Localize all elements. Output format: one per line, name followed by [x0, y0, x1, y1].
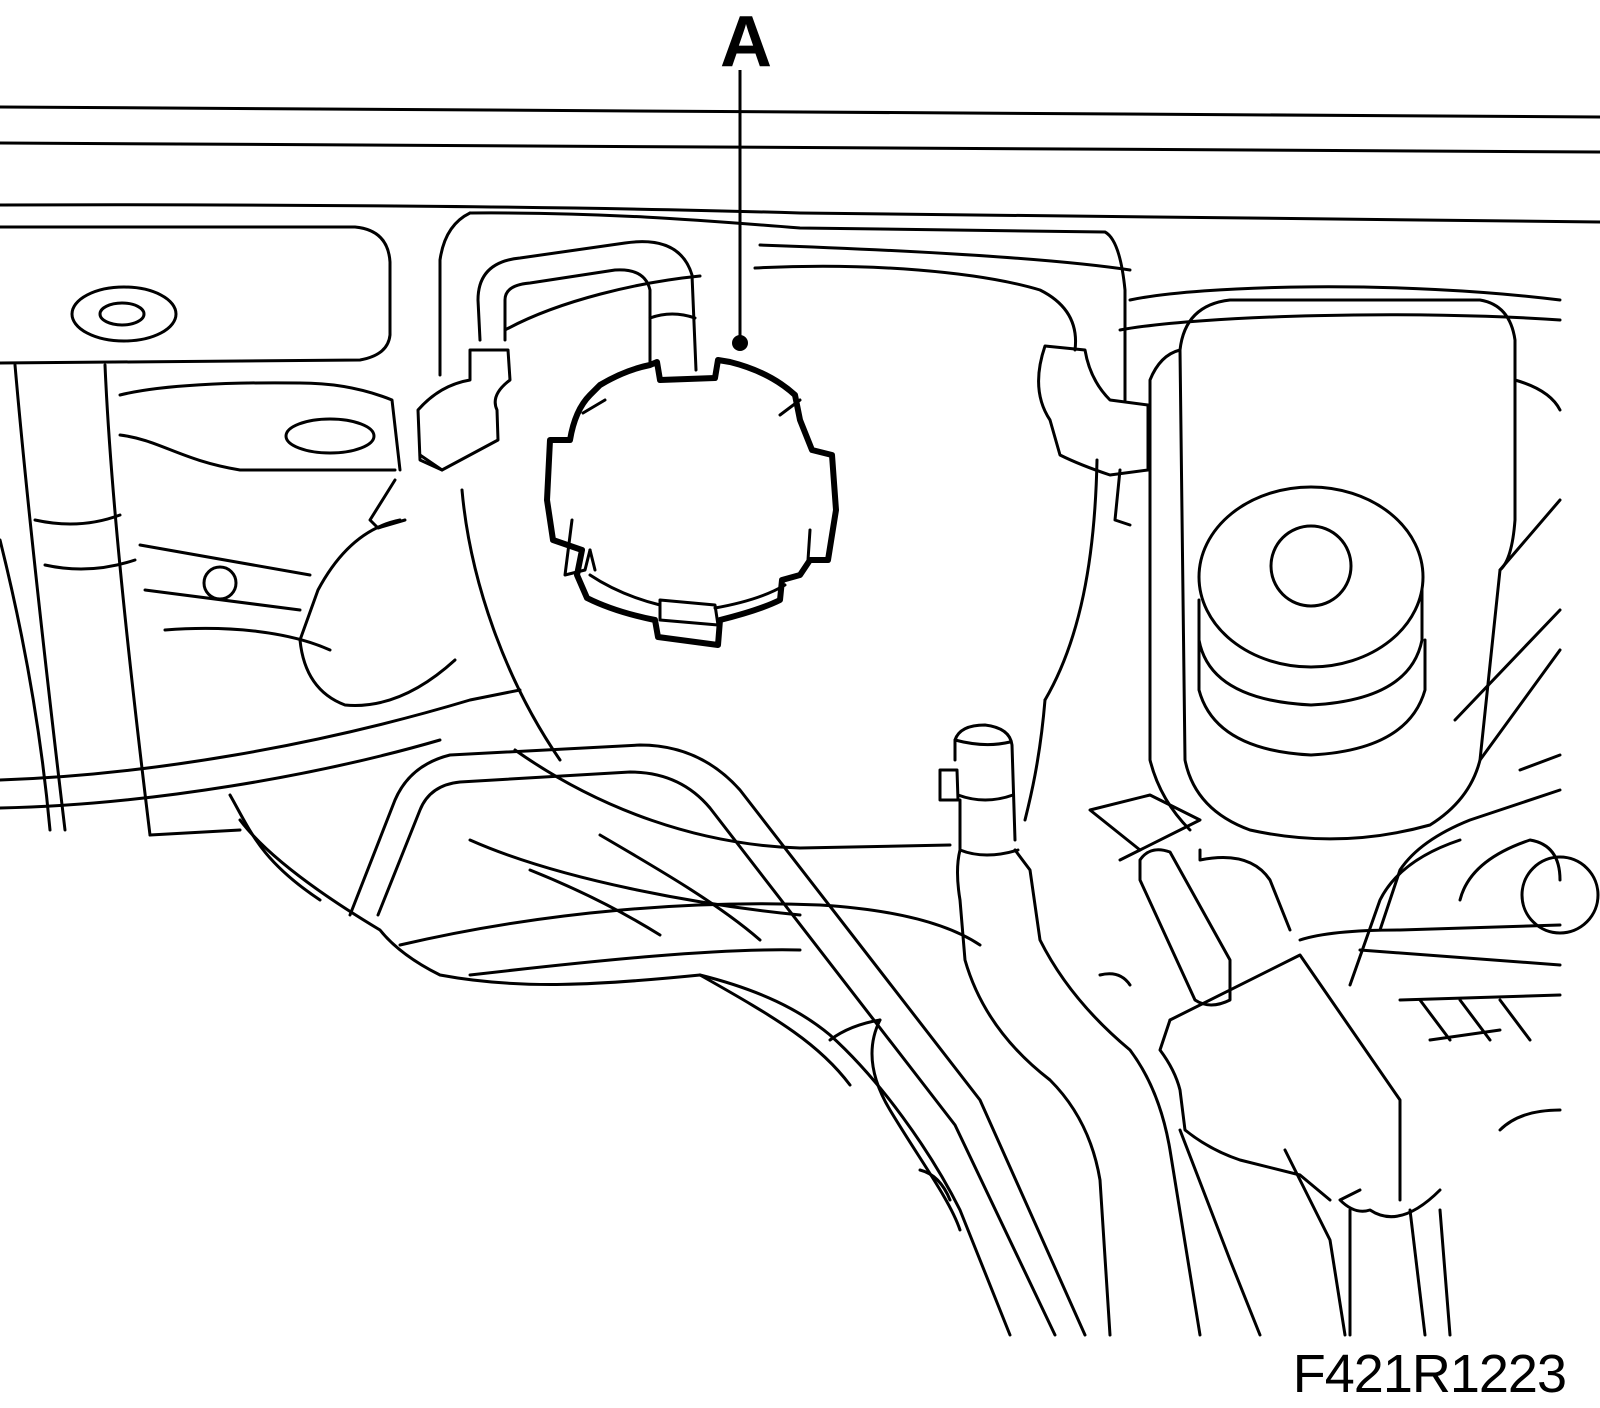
- callout-label-a: A: [720, 2, 772, 82]
- brake-master-cylinder: [1118, 285, 1562, 841]
- reservoir-outlet-hose: [938, 723, 1202, 1337]
- callout-leader: [732, 70, 748, 351]
- coolant-reservoir: [416, 211, 1150, 917]
- left-connector: [298, 478, 457, 707]
- horizontal-hoses: [0, 688, 522, 902]
- left-bracket-plate: [0, 225, 402, 472]
- cowl-panel-lines: [0, 105, 1600, 272]
- figure-code: F421R1223: [1292, 1344, 1567, 1404]
- brake-line-tube: [348, 743, 1087, 1337]
- bulkhead-lower: [238, 818, 1012, 1337]
- reservoir-vent-hose: [476, 240, 698, 372]
- left-frame-members: [0, 363, 332, 837]
- right-lower-components: [1088, 753, 1600, 1337]
- filler-cap: [544, 357, 839, 648]
